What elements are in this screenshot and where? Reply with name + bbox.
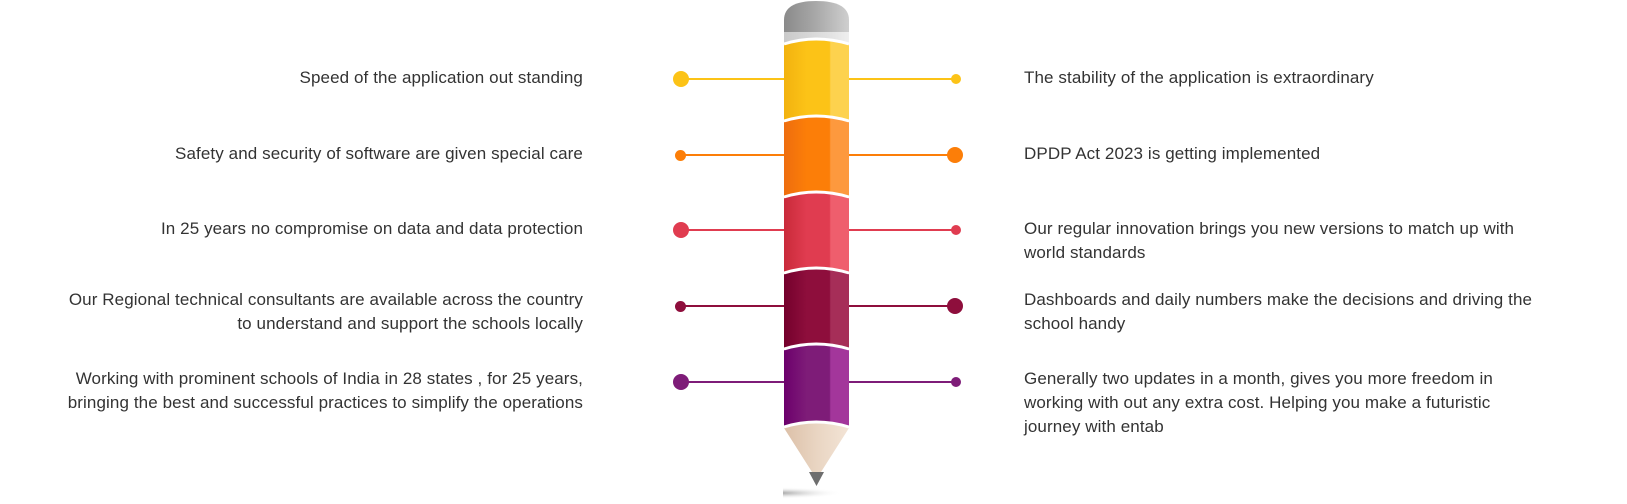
connector-line-left-2 <box>680 154 790 156</box>
connector-dot-right-5 <box>951 377 961 387</box>
connector-dot-left-3 <box>673 222 689 238</box>
connector-dot-left-1 <box>673 71 689 87</box>
left-item-5-line2: bringing the best and successful practic… <box>67 393 583 412</box>
connector-dot-left-2 <box>675 150 686 161</box>
right-item-5-line3: journey with entab <box>1024 417 1164 436</box>
right-item-2: DPDP Act 2023 is getting implemented <box>1024 144 1321 163</box>
connector-line-right-3 <box>845 229 955 231</box>
left-item-5: Working with prominent schools of India … <box>0 367 583 415</box>
connector-dot-right-2 <box>947 147 963 163</box>
connector-line-right-4 <box>845 305 955 307</box>
right-item-4-line1: Dashboards and daily numbers make the de… <box>1024 290 1533 309</box>
right-item-1: The stability of the application is extr… <box>1024 68 1374 87</box>
right-item-5-line2: working with out any extra cost. Helping… <box>1024 393 1491 412</box>
right-item-3-line1: Our regular innovation brings you new ve… <box>1024 219 1515 238</box>
left-item-1: Speed of the application out standing <box>299 68 583 87</box>
connector-line-left-1 <box>680 78 790 80</box>
pencil-icon <box>783 1 850 499</box>
connector-line-left-3 <box>680 229 790 231</box>
right-item-4-line2: school handy <box>1024 314 1126 333</box>
right-item-5: Generally two updates in a month, gives … <box>1024 367 1624 439</box>
right-item-3-line2: world standards <box>1024 243 1146 262</box>
right-item-3: Our regular innovation brings you new ve… <box>1024 217 1624 265</box>
connector-dot-left-4 <box>675 301 686 312</box>
right-item-4: Dashboards and daily numbers make the de… <box>1024 288 1624 336</box>
connector-dot-right-4 <box>947 298 963 314</box>
connector-line-right-5 <box>845 381 955 383</box>
right-item-5-line1: Generally two updates in a month, gives … <box>1024 369 1493 388</box>
connector-line-right-1 <box>845 78 955 80</box>
connector-dot-left-5 <box>673 374 689 390</box>
left-item-5-line1: Working with prominent schools of India … <box>75 369 583 388</box>
left-item-2: Safety and security of software are give… <box>175 144 583 163</box>
connector-line-left-5 <box>680 381 790 383</box>
connector-line-left-4 <box>680 305 790 307</box>
left-item-4: Our Regional technical consultants are a… <box>0 288 583 336</box>
left-item-3: In 25 years no compromise on data and da… <box>160 219 583 238</box>
connector-dot-right-3 <box>951 225 961 235</box>
connector-line-right-2 <box>845 154 955 156</box>
connector-dot-right-1 <box>951 74 961 84</box>
left-item-4-line1: Our Regional technical consultants are a… <box>68 290 583 309</box>
left-item-4-line2: to understand and support the schools lo… <box>237 314 583 333</box>
